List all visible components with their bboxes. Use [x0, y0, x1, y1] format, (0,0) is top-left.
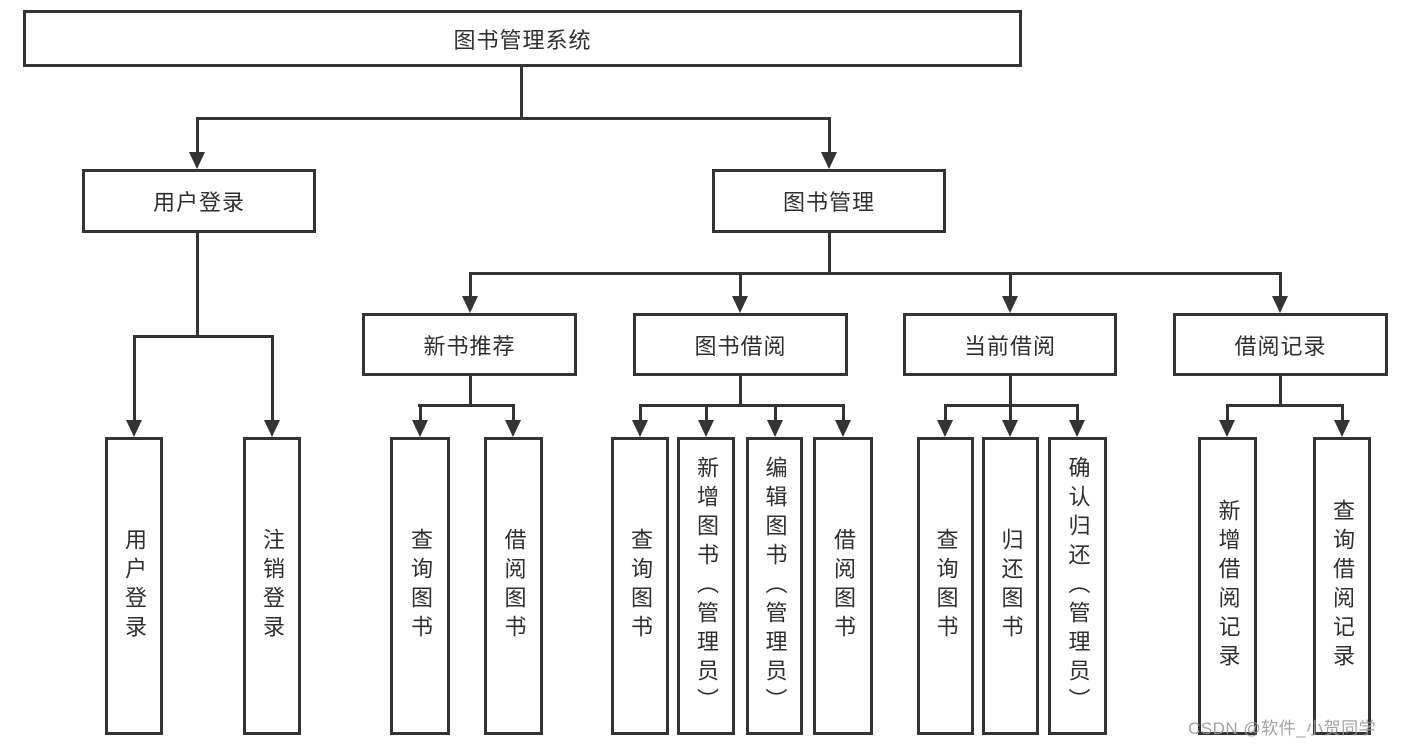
arrow-down-icon — [1272, 296, 1288, 313]
edge-drop-leaf — [512, 404, 515, 422]
arrow-down-icon — [632, 420, 648, 437]
leaf-label: 注销登录 — [260, 528, 285, 644]
node-current-borrowing-label: 当前借阅 — [963, 333, 1056, 359]
leaf-query-books-2: 查询图书 — [611, 437, 669, 735]
edge-drop-book-borrow — [739, 272, 742, 298]
edge-records-branch-line — [1226, 404, 1344, 407]
arrow-down-icon — [698, 420, 714, 437]
arrow-down-icon — [732, 296, 748, 313]
arrow-down-icon — [835, 420, 851, 437]
node-book-mgmt: 图书管理 — [712, 169, 946, 233]
edge-drop-leaf-login — [133, 335, 136, 421]
leaf-add-borrow-record: 新增借阅记录 — [1198, 437, 1257, 735]
csdn-watermark: CSDN @软件_小贺同学 — [1188, 719, 1377, 738]
arrow-down-icon — [505, 420, 521, 437]
edge-drop-new-books — [469, 272, 472, 298]
edge-drop-leaf — [1226, 404, 1229, 422]
leaf-confirm-return-admin: 确认归还（管理员） — [1048, 437, 1107, 735]
edge-current-borrow-stem — [1009, 375, 1012, 405]
leaf-add-books-admin: 新增图书（管理员） — [677, 437, 735, 735]
edge-records-stem — [1279, 375, 1282, 405]
edge-drop-leaf — [1341, 404, 1344, 422]
leaf-label: 借阅图书 — [831, 528, 856, 644]
edge-drop-leaf — [1076, 404, 1079, 422]
edge-drop-leaf — [419, 404, 422, 422]
leaf-query-books-1: 查询图书 — [390, 437, 450, 735]
edge-drop-leaf — [774, 404, 777, 422]
node-root-label: 图书管理系统 — [453, 27, 592, 53]
node-new-book-recommend: 新书推荐 — [362, 313, 577, 376]
arrow-down-icon — [264, 420, 280, 437]
node-user-login-label: 用户登录 — [152, 190, 245, 215]
leaf-label: 用户登录 — [122, 528, 147, 644]
leaf-label: 确认归还（管理员） — [1065, 455, 1091, 717]
edge-drop-leaf — [639, 404, 642, 422]
arrow-down-icon — [189, 152, 205, 169]
edge-new-book-stem — [469, 375, 472, 405]
leaf-label: 新增借阅记录 — [1215, 499, 1241, 673]
edge-book-mgmt-stem — [828, 232, 831, 275]
leaf-label: 查询图书 — [408, 528, 433, 644]
edge-root-stem — [520, 65, 523, 120]
edge-book-borrow-branch-line — [639, 404, 845, 407]
leaf-label: 查询借阅记录 — [1330, 499, 1355, 673]
edge-drop-user-login — [196, 117, 199, 154]
leaf-return-books: 归还图书 — [982, 437, 1039, 735]
edge-drop-leaf — [1009, 404, 1012, 422]
edge-drop-book-mgmt — [828, 117, 831, 154]
node-user-login: 用户登录 — [82, 169, 316, 233]
edge-drop-leaf-logout — [271, 335, 274, 421]
leaf-label: 新增图书（管理员） — [694, 455, 719, 717]
leaf-label: 借阅图书 — [501, 528, 527, 644]
node-current-borrowing: 当前借阅 — [903, 313, 1117, 376]
arrow-down-icon — [462, 296, 478, 313]
leaf-label: 查询图书 — [628, 528, 653, 644]
edge-root-branch-line — [196, 117, 831, 120]
node-borrowing-records: 借阅记录 — [1173, 313, 1388, 376]
arrow-down-icon — [937, 420, 953, 437]
arrow-down-icon — [1219, 420, 1235, 437]
edge-drop-leaf — [944, 404, 947, 422]
edge-drop-borrow-records — [1279, 272, 1282, 298]
arrow-down-icon — [767, 420, 783, 437]
node-book-borrowing: 图书借阅 — [633, 313, 848, 376]
arrow-down-icon — [1069, 420, 1085, 437]
leaf-label: 查询图书 — [933, 528, 959, 644]
node-new-book-recommend-label: 新书推荐 — [423, 333, 516, 359]
leaf-borrow-books-1: 借阅图书 — [484, 437, 543, 735]
leaf-label: 归还图书 — [998, 528, 1024, 644]
node-book-mgmt-label: 图书管理 — [782, 190, 875, 215]
edge-user-login-stem — [196, 232, 199, 337]
leaf-logout: 注销登录 — [243, 437, 301, 735]
edge-drop-current-borrow — [1009, 272, 1012, 298]
leaf-borrow-books-2: 借阅图书 — [813, 437, 873, 735]
node-borrowing-records-label: 借阅记录 — [1234, 333, 1327, 359]
leaf-query-borrow-record: 查询借阅记录 — [1313, 437, 1371, 735]
edge-drop-leaf — [705, 404, 708, 422]
edge-drop-leaf — [842, 404, 845, 422]
arrow-down-icon — [821, 152, 837, 169]
arrow-down-icon — [1002, 296, 1018, 313]
arrow-down-icon — [412, 420, 428, 437]
node-book-borrowing-label: 图书借阅 — [694, 333, 787, 359]
edge-book-borrow-stem — [739, 375, 742, 405]
leaf-user-login: 用户登录 — [105, 437, 163, 735]
node-root-library-system: 图书管理系统 — [23, 10, 1022, 67]
leaf-query-books-3: 查询图书 — [917, 437, 974, 735]
edge-user-login-branch-line — [133, 335, 274, 338]
edge-book-mgmt-branch-line — [469, 272, 1282, 275]
arrow-down-icon — [1002, 420, 1018, 437]
leaf-label: 编辑图书（管理员） — [762, 455, 788, 717]
arrow-down-icon — [1334, 420, 1350, 437]
edge-new-book-branch-line — [418, 404, 515, 407]
arrow-down-icon — [126, 420, 142, 437]
leaf-edit-books-admin: 编辑图书（管理员） — [746, 437, 803, 735]
